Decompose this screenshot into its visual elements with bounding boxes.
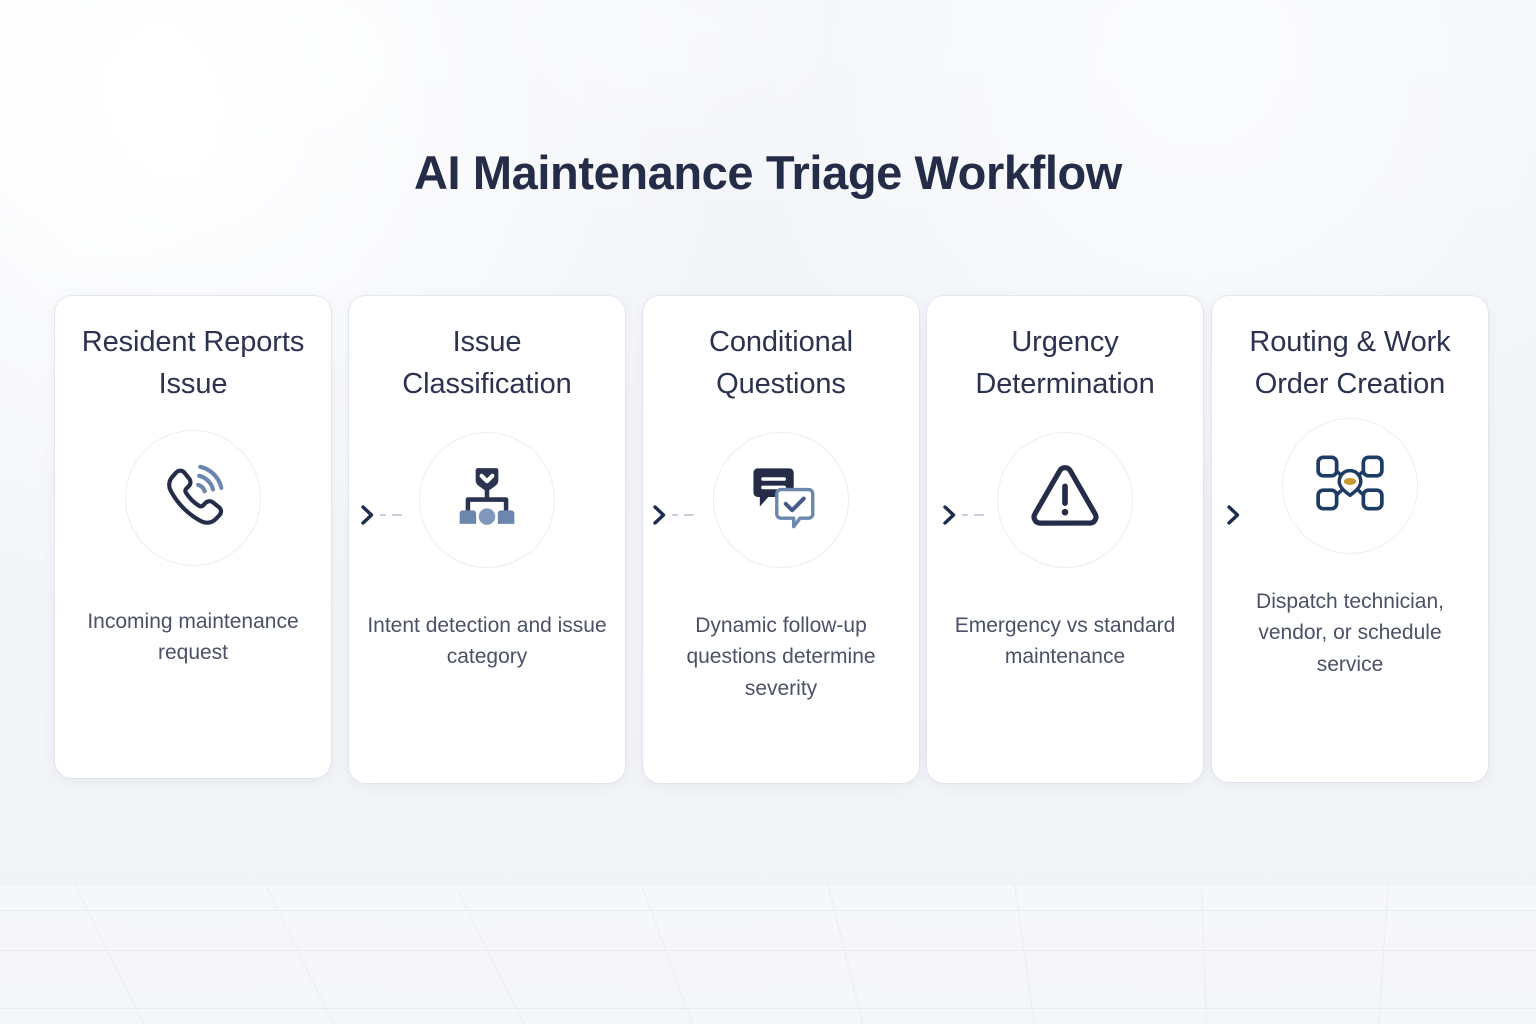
workflow-step-card[interactable]: Conditional Questions Dynamic follow-up … bbox=[643, 296, 919, 783]
workflow-step-card[interactable]: Issue Classification Intent detection an… bbox=[349, 296, 625, 783]
step-icon-container bbox=[997, 431, 1133, 568]
step-icon-container bbox=[419, 431, 555, 568]
step-title: Urgency Determination bbox=[975, 326, 1155, 400]
warning-triangle-icon bbox=[1029, 463, 1101, 536]
page-title: AI Maintenance Triage Workflow bbox=[414, 146, 1122, 200]
chat-bubbles-check-icon bbox=[745, 463, 817, 536]
step-description: Emergency vs standard maintenance bbox=[954, 613, 1176, 669]
floor-gridline-vertical bbox=[60, 884, 169, 1024]
network-hub-icon bbox=[1313, 451, 1387, 520]
step-icon-container bbox=[125, 429, 261, 566]
step-description: Intent detection and issue category bbox=[367, 613, 607, 669]
floor-gridline-vertical bbox=[1010, 884, 1042, 1024]
floor-gridline-vertical bbox=[820, 884, 876, 1024]
background-blob bbox=[150, 0, 410, 150]
floor-gridline-vertical bbox=[250, 884, 359, 1024]
perspective-floor bbox=[0, 884, 1536, 1024]
floor-gridline-vertical bbox=[1374, 884, 1391, 1024]
floor-gridline-vertical bbox=[1200, 884, 1209, 1024]
workflow-step-card[interactable]: Urgency Determination Emergency vs stand… bbox=[927, 296, 1203, 783]
step-title: Resident Reports Issue bbox=[81, 326, 305, 400]
workflow-step-card[interactable]: Routing & Work Order Creation Dispatch t… bbox=[1212, 296, 1488, 782]
step-icon-container bbox=[713, 431, 849, 568]
step-description: Dispatch technician, vendor, or schedule… bbox=[1256, 589, 1444, 677]
step-description: Dynamic follow-up questions determine se… bbox=[686, 613, 876, 701]
floor-gridline-horizontal bbox=[0, 1008, 1536, 1009]
floor-gridline-horizontal bbox=[0, 910, 1536, 911]
floor-gridline-vertical bbox=[630, 884, 712, 1024]
workflow-step-card[interactable]: Resident Reports Issue Incoming maintena… bbox=[55, 296, 331, 778]
floor-gridline-vertical bbox=[440, 884, 549, 1024]
step-title: Routing & Work Order Creation bbox=[1249, 326, 1451, 400]
step-description: Incoming maintenance request bbox=[87, 609, 299, 665]
step-icon-container bbox=[1282, 417, 1418, 554]
workflow-diagram: Resident Reports Issue Incoming maintena… bbox=[55, 296, 1488, 786]
floor-gridline-horizontal bbox=[0, 950, 1536, 951]
hierarchy-tree-icon bbox=[454, 464, 520, 535]
step-title: Issue Classification bbox=[402, 326, 572, 400]
phone-call-icon bbox=[156, 458, 230, 537]
step-title: Conditional Questions bbox=[709, 326, 853, 400]
floor-horizon-line bbox=[0, 884, 1536, 885]
